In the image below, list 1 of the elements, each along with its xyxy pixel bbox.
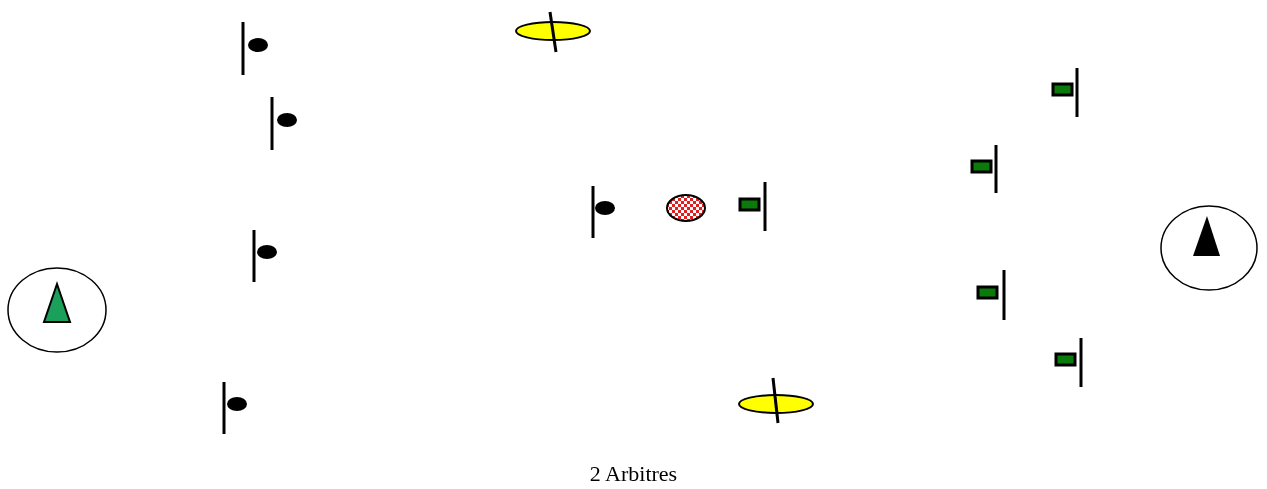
caption: 2 Arbitres <box>588 460 679 488</box>
